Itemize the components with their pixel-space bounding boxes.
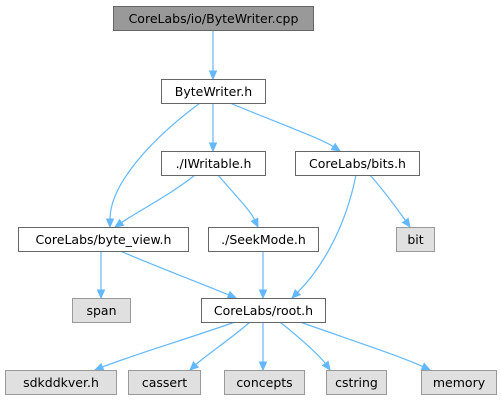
- node-box: [208, 227, 319, 252]
- edge-bytewriter_cpp-to-bytewriter_h: [208, 30, 218, 81]
- node-box: [295, 151, 420, 176]
- arrowhead: [113, 218, 125, 228]
- node-label: CoreLabs/byte_view.h: [36, 232, 172, 247]
- edge-line: [369, 174, 406, 221]
- edge-line: [195, 321, 251, 365]
- edge-line: [119, 250, 229, 296]
- edge-byte_view_h-to-root_h: [119, 250, 238, 299]
- node-bytewriter-h[interactable]: ByteWriter.h: [161, 79, 266, 104]
- edge-bits_h-to-bit: [369, 174, 411, 229]
- node-sdkddkver-h: sdkddkver.h: [5, 370, 117, 395]
- edge-line: [297, 174, 357, 293]
- node-memory: memory: [421, 370, 497, 395]
- edge-line: [102, 321, 236, 368]
- node-concepts: concepts: [224, 370, 305, 395]
- node-seekmode-h[interactable]: ./SeekMode.h: [208, 227, 319, 252]
- node-label: CoreLabs/io/ByteWriter.cpp: [129, 11, 299, 26]
- node-byte-view-h[interactable]: CoreLabs/byte_view.h: [18, 227, 189, 252]
- edge-root_h-to-cassert: [189, 321, 251, 371]
- node-box: [161, 151, 266, 176]
- edge-seekmode_h-to-root_h: [258, 251, 268, 300]
- node-box: [224, 370, 305, 395]
- node-iwritable-h[interactable]: ./IWritable.h: [161, 151, 266, 176]
- edge-root_h-to-concepts: [258, 322, 268, 372]
- arrowhead: [208, 70, 218, 81]
- arrowhead: [401, 217, 411, 229]
- edge-iwritable_h-to-byte_view_h: [113, 174, 196, 228]
- node-box: [72, 298, 131, 323]
- edge-line: [217, 174, 256, 221]
- node-box: [396, 227, 435, 252]
- node-label: cassert: [142, 375, 187, 390]
- edge-line: [279, 321, 326, 364]
- node-label: cstring: [335, 375, 378, 390]
- node-label: ./SeekMode.h: [221, 232, 306, 247]
- edge-line: [109, 102, 201, 220]
- arrowhead: [258, 361, 268, 372]
- edge-line: [121, 174, 196, 223]
- edge-bytewriter_h-to-byte_view_h: [105, 102, 201, 229]
- arrowhead: [208, 142, 218, 153]
- edge-bits_h-to-root_h: [291, 174, 357, 299]
- arrowhead: [105, 218, 115, 229]
- node-label: CoreLabs/bits.h: [309, 156, 406, 171]
- node-box: [18, 227, 189, 252]
- node-label: span: [86, 303, 116, 318]
- node-bit: bit: [396, 227, 435, 252]
- node-cstring: cstring: [326, 370, 387, 395]
- edge-root_h-to-memory: [299, 321, 432, 371]
- node-bits-h[interactable]: CoreLabs/bits.h: [295, 151, 420, 176]
- node-bytewriter-cpp[interactable]: CoreLabs/io/ByteWriter.cpp: [113, 6, 314, 31]
- node-label: ./IWritable.h: [176, 156, 252, 171]
- arrowhead: [420, 362, 432, 371]
- node-box: [161, 79, 266, 104]
- node-label: memory: [433, 375, 486, 390]
- node-span: span: [72, 298, 131, 323]
- arrowhead: [93, 362, 105, 371]
- arrowhead: [330, 142, 342, 152]
- edge-bytewriter_h-to-bits_h: [229, 102, 342, 152]
- edge-root_h-to-sdkddkver_h: [93, 321, 236, 371]
- node-box: [201, 298, 326, 323]
- node-label: bit: [407, 232, 423, 247]
- node-label: ByteWriter.h: [175, 84, 252, 99]
- arrowhead: [250, 217, 259, 229]
- edge-iwritable_h-to-seekmode_h: [217, 174, 259, 229]
- node-label: CoreLabs/root.h: [214, 303, 313, 318]
- arrowhead: [189, 361, 200, 371]
- edge-bytewriter_h-to-iwritable_h: [208, 103, 218, 153]
- node-label: concepts: [236, 375, 292, 390]
- edge-root_h-to-cstring: [279, 321, 331, 372]
- node-label: sdkddkver.h: [23, 375, 99, 390]
- node-box: [128, 370, 201, 395]
- node-box: [113, 6, 314, 31]
- node-root-h[interactable]: CoreLabs/root.h: [201, 298, 326, 323]
- arrowhead: [226, 290, 238, 299]
- edges-layer: [93, 30, 432, 372]
- arrowhead: [96, 289, 106, 300]
- edge-line: [299, 321, 424, 368]
- edge-line: [229, 102, 334, 148]
- node-box: [5, 370, 117, 395]
- node-box: [421, 370, 497, 395]
- arrowhead: [321, 360, 331, 372]
- node-cassert: cassert: [128, 370, 201, 395]
- arrowhead: [291, 288, 302, 299]
- edge-byte_view_h-to-span: [96, 250, 106, 300]
- arrowhead: [258, 289, 268, 300]
- node-box: [326, 370, 387, 395]
